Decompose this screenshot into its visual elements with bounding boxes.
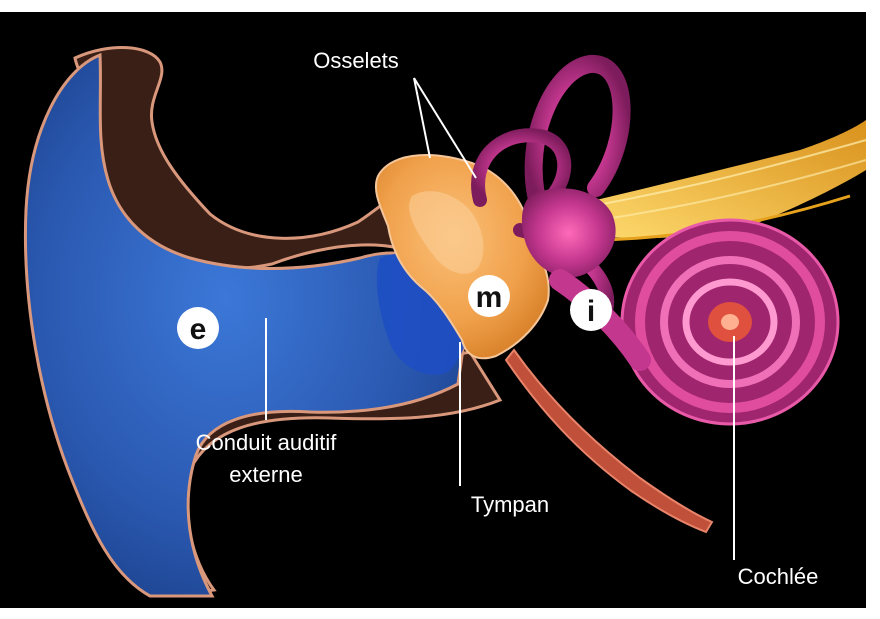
badge-letter-middle: m — [476, 281, 503, 314]
badge-letter-inner: i — [587, 295, 595, 328]
cochlea — [622, 220, 838, 424]
label-ear-canal-line1: Conduit auditif — [196, 430, 338, 455]
label-ear-canal-line2: externe — [229, 462, 302, 487]
badge-middle-ear: m — [468, 275, 510, 317]
label-ossicles: Osselets — [313, 48, 399, 73]
badge-inner-ear: i — [570, 289, 612, 331]
badge-outer-ear: e — [177, 307, 219, 349]
badge-letter-outer: e — [190, 313, 207, 346]
label-cochlea: Cochlée — [738, 564, 819, 589]
label-eardrum: Tympan — [471, 492, 549, 517]
